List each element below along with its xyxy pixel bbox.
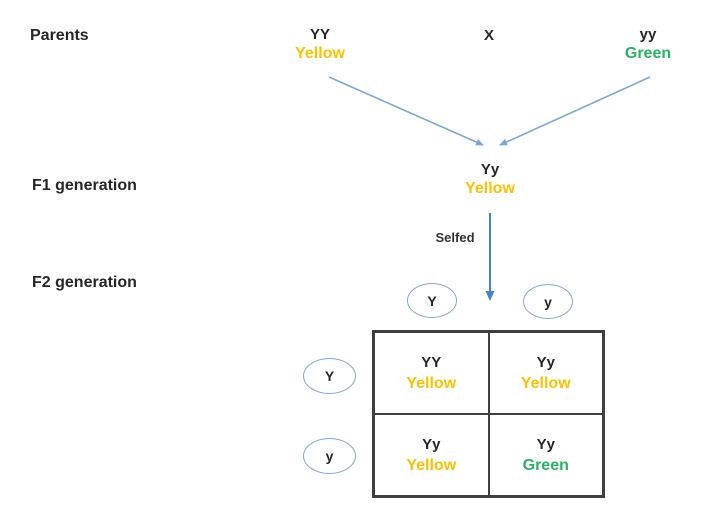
cell-phenotype: Yellow (520, 374, 571, 392)
cell-phenotype: Yellow (406, 456, 457, 474)
parent-left: YY Yellow (295, 26, 345, 63)
top-gamete-letter-Y: Y (427, 292, 437, 309)
arrow-parent-right-to-f1 (499, 76, 651, 146)
parent-right-phenotype: Green (624, 45, 672, 62)
punnett-cell-top-left: YY Yellow (374, 332, 489, 414)
top-gamete-circle-Y: Y (407, 283, 457, 318)
cell-genotype: Yy (536, 435, 555, 453)
cell-genotype: YY (421, 353, 442, 371)
parent-left-phenotype: Yellow (295, 45, 345, 62)
f1-result: Yy Yellow (465, 161, 515, 198)
parent-right: yy Green (625, 26, 671, 63)
cell-genotype: Yy (422, 435, 441, 453)
top-gamete-letter-y: y (544, 293, 552, 310)
f1-genotype: Yy (480, 161, 500, 178)
punnett-cell-top-right: Yy Yellow (488, 332, 603, 414)
cell-phenotype: Yellow (406, 374, 457, 392)
parents-row-label: Parents (30, 27, 89, 44)
punnett-grid: YY Yellow Yy Yellow Yy Yellow Yy Green (372, 330, 605, 498)
arrow-parent-left-to-f1 (328, 76, 484, 146)
f1-phenotype: Yellow (465, 180, 515, 197)
side-gamete-circle-Y: Y (303, 358, 356, 394)
parent-right-genotype: yy (639, 26, 657, 43)
punnett-cell-bottom-left: Yy Yellow (374, 414, 489, 496)
selfed-label: Selfed (435, 230, 475, 245)
f1-generation-label: F1 generation (32, 177, 137, 194)
top-gamete-circle-y: y (523, 284, 573, 319)
side-gamete-letter-Y: Y (324, 368, 335, 384)
punnett-cell-bottom-right: Yy Green (488, 414, 603, 496)
side-gamete-letter-y: y (325, 448, 334, 464)
side-gamete-circle-y: y (303, 438, 356, 474)
f2-generation-label: F2 generation (32, 274, 137, 291)
parent-left-genotype: YY (309, 26, 331, 43)
cell-phenotype: Green (522, 456, 569, 474)
cell-genotype: Yy (536, 353, 555, 371)
cross-symbol: X (483, 27, 495, 44)
